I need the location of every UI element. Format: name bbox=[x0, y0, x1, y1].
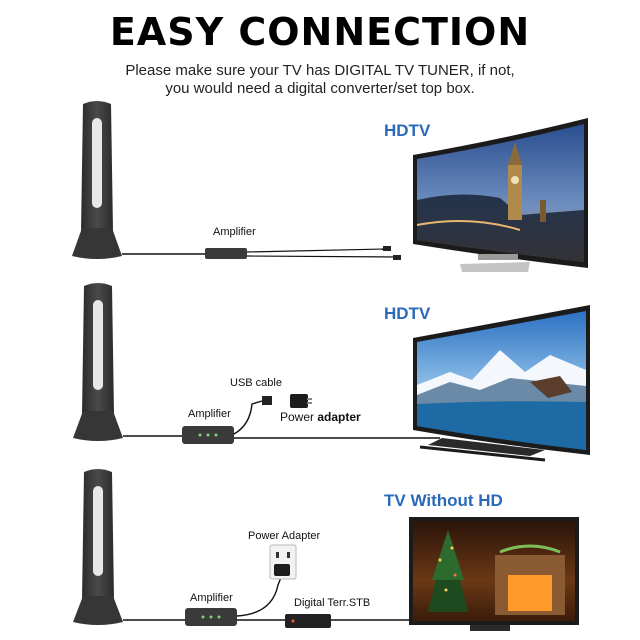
antenna-cable-1 bbox=[122, 246, 401, 260]
amplifier-label-2: Amplifier bbox=[188, 408, 231, 420]
page-subtitle: Please make sure your TV has DIGITAL TV … bbox=[0, 62, 640, 98]
hdtv-1 bbox=[413, 118, 588, 272]
hdtv-2 bbox=[413, 305, 590, 462]
stb-label: Digital Terr.STB bbox=[294, 597, 371, 609]
tv-without-hd bbox=[409, 517, 579, 631]
power-adapter-2 bbox=[290, 394, 308, 408]
power-adapter-label-2a: Power bbox=[280, 410, 318, 424]
power-adapter-label-3: Power Adapter bbox=[248, 530, 321, 542]
power-adapter-label-2: Power adapter bbox=[280, 410, 361, 424]
tv-label-hdtv-2: HDTV bbox=[384, 304, 431, 323]
subtitle-line-1: Please make sure your TV has DIGITAL TV … bbox=[125, 62, 515, 79]
usb-cable-label: USB cable bbox=[230, 377, 282, 389]
antenna-1 bbox=[72, 101, 122, 259]
tv-label-hdtv-1: HDTV bbox=[384, 121, 431, 140]
amplifier-label-3: Amplifier bbox=[190, 592, 233, 604]
subtitle-line-2: you would need a digital converter/set t… bbox=[165, 80, 475, 97]
set-top-box bbox=[285, 614, 331, 628]
power-adapter-label-2b: adapter bbox=[317, 410, 361, 424]
page-title: EASY CONNECTION bbox=[109, 10, 531, 54]
amplifier-label-1: Amplifier bbox=[213, 226, 256, 238]
antenna-2 bbox=[73, 283, 123, 441]
antenna-3 bbox=[73, 469, 123, 625]
tv-label-without-hd: TV Without HD bbox=[384, 491, 503, 510]
power-adapter-3 bbox=[274, 564, 290, 576]
amplifier-1 bbox=[205, 248, 247, 259]
antenna-cable-3 bbox=[123, 544, 420, 628]
antenna-cable-2 bbox=[123, 394, 440, 444]
